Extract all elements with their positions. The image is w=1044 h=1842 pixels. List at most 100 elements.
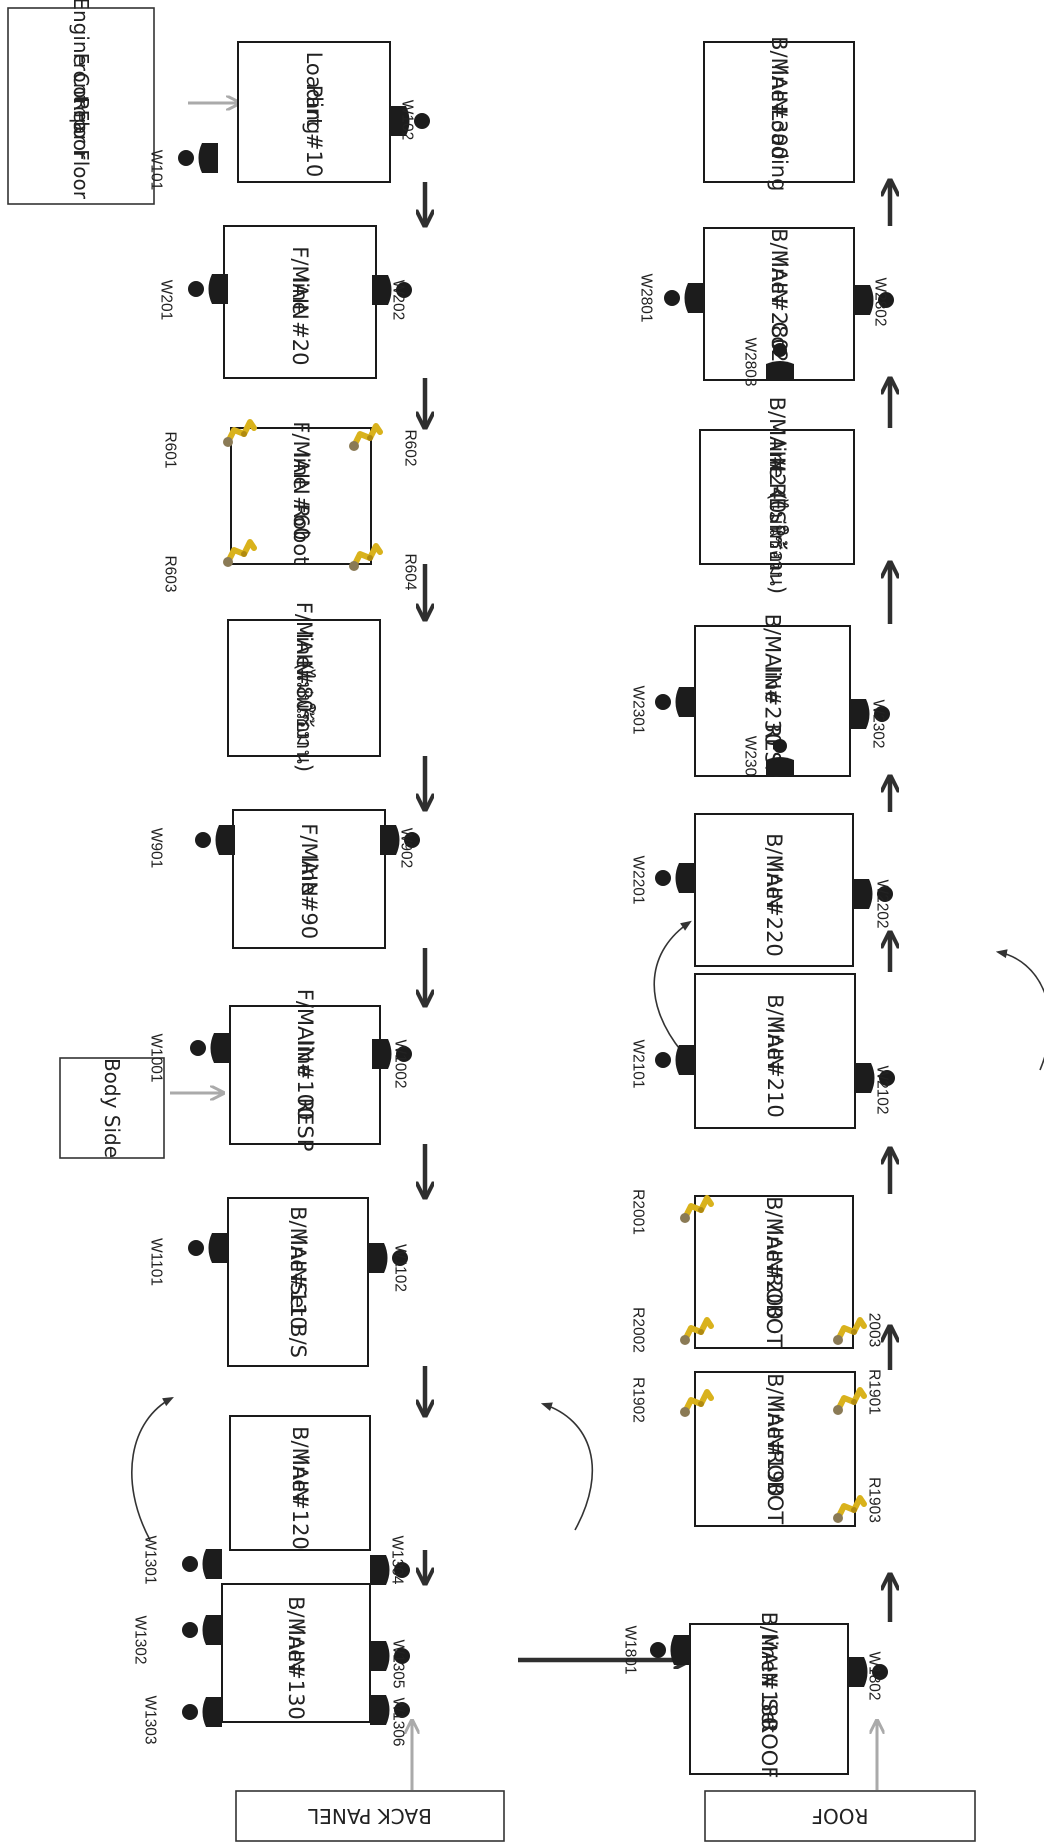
robot-base [680, 1407, 690, 1417]
equipment-label: W2101 [630, 1039, 647, 1088]
welder-w1306: W1306 [370, 1695, 410, 1747]
equipment-label: W1301 [142, 1535, 159, 1584]
equipment-label: W2302 [870, 699, 887, 748]
robot-base [680, 1213, 690, 1223]
equipment-label: W1101 [148, 1238, 165, 1286]
equipment-label: R1903 [866, 1477, 883, 1523]
equipment-label: R601 [162, 431, 179, 468]
welder-body [216, 825, 236, 855]
welder-body [676, 863, 696, 893]
welder-w1101: W1101 [148, 1233, 229, 1286]
equipment-label: R602 [402, 429, 419, 466]
equipment-label: W1304 [389, 1535, 406, 1584]
box-text-line: ROOF [757, 1719, 781, 1779]
welder-body [370, 1641, 390, 1671]
box-text-line: Loading [767, 109, 791, 192]
equipment-label: W230 [742, 736, 759, 777]
robot-base [349, 561, 359, 571]
robot-base [833, 1405, 843, 1415]
input-box-backpanel: BACK PANEL [236, 1791, 504, 1841]
box-text-line: BACK PANEL [307, 1804, 432, 1828]
input-box-roof: ROOF [705, 1791, 975, 1841]
welder-body [671, 1635, 691, 1665]
robot-joint [851, 1399, 857, 1405]
station-box-230: B/MAINline#230RESP [695, 614, 850, 778]
welder-w101: W101 [148, 143, 219, 190]
box-text-line: ROBOT [763, 1450, 787, 1525]
welder-w2202: W2202 [853, 879, 893, 929]
box-text-line: Body Side [100, 1058, 124, 1158]
curved-arrow [132, 1398, 172, 1540]
equipment-label: W2102 [874, 1065, 891, 1114]
box-text-line: ใช้งาน) [292, 703, 316, 772]
welder-body [372, 1039, 392, 1069]
equipment-label: W1302 [132, 1615, 149, 1664]
welder-head [655, 1052, 671, 1068]
equipment-label: W1001 [148, 1033, 165, 1082]
equipment-label: W1303 [142, 1695, 159, 1744]
box-text-line: RESP [293, 1098, 317, 1152]
robot-joint [851, 1329, 857, 1335]
welder-w1304: W1304 [370, 1535, 410, 1585]
equipment-label: W902 [398, 828, 415, 869]
welder-body [848, 1657, 868, 1687]
welder-head [178, 150, 194, 166]
equipment-label: W2803 [742, 337, 759, 386]
welder-w2301: W2301 [630, 685, 696, 734]
welder-body [199, 143, 219, 173]
input-box-engine: Engine CompFront FloorRear Floor [8, 0, 154, 204]
equipment-label: W2301 [630, 685, 647, 734]
box-text-line: ROBOT [762, 1273, 786, 1348]
equipment-label: R2001 [630, 1189, 647, 1235]
welder-head [188, 281, 204, 297]
box-text-line: line #20 [288, 277, 312, 366]
welder-body [370, 1695, 390, 1725]
welder-body [209, 274, 229, 304]
welder-head [182, 1622, 198, 1638]
welder-body [203, 1697, 223, 1727]
robot-base [680, 1335, 690, 1345]
welder-w102: W102 [390, 100, 430, 141]
equipment-label: 2003 [866, 1313, 883, 1347]
box-text-line: Robot [289, 504, 313, 565]
equipment-label: R1901 [866, 1369, 883, 1415]
robot-base [349, 441, 359, 451]
welder-body [203, 1615, 223, 1645]
curved-arrow [998, 952, 1044, 1070]
equipment-label: W1306 [390, 1697, 407, 1746]
welder-body [209, 1233, 229, 1263]
robot-base [223, 557, 233, 567]
equipment-label: R604 [402, 553, 419, 590]
welder-w2802: W2802 [854, 277, 894, 326]
robot-joint [698, 1207, 704, 1213]
station-box-200: B/MAINline#200ROBOT [695, 1196, 853, 1348]
equipment-label: W1802 [866, 1651, 883, 1700]
box-text-line: line#210 [763, 1022, 787, 1118]
welder-body [766, 757, 794, 776]
welder-w2102: W2102 [855, 1063, 895, 1115]
welder-w1102: W1102 [368, 1243, 409, 1292]
welder-w1302: W1302 [132, 1615, 223, 1665]
robot-joint [241, 431, 247, 437]
welder-head [773, 739, 787, 753]
welder-head [182, 1556, 198, 1572]
robot-joint [698, 1401, 704, 1407]
welder-body [853, 879, 873, 909]
robot-r603: R603 [162, 542, 255, 593]
box-text-line: line#120 [288, 1454, 312, 1550]
equipment-label: W201 [158, 280, 175, 321]
box-text-line: line#220 [762, 861, 786, 957]
station-box-90: F/MAINline#90 [233, 810, 385, 948]
box-text-line: ROOF [812, 1804, 869, 1828]
welder-head [655, 870, 671, 886]
robot-base [833, 1335, 843, 1345]
welder-head [664, 290, 680, 306]
station-box-120: B/MAINline#120 [230, 1416, 370, 1550]
welder-body [850, 699, 870, 729]
equipment-label: W2802 [872, 277, 889, 326]
